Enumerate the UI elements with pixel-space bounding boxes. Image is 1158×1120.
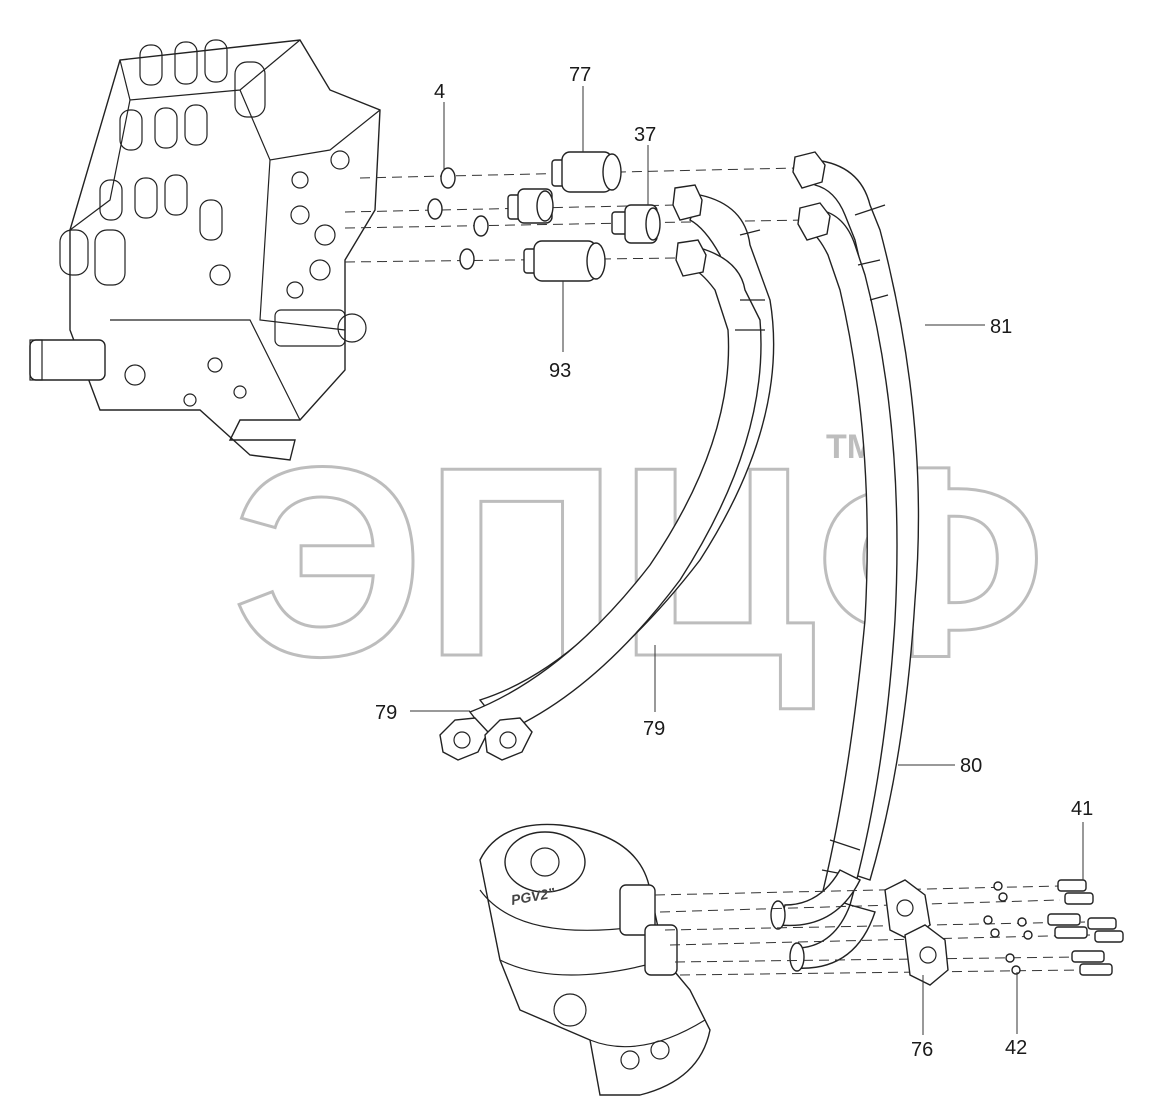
leader-lines xyxy=(410,86,1084,1035)
bolts-41 xyxy=(1047,879,1124,976)
watermark-text: ЭПЦФ xyxy=(232,412,1046,713)
label-76: 76 xyxy=(911,1039,933,1061)
label-42: 42 xyxy=(1005,1037,1027,1059)
flange-76 xyxy=(884,879,949,986)
label-79-right: 79 xyxy=(643,718,665,740)
label-79-left: 79 xyxy=(375,702,397,724)
label-41: 41 xyxy=(1071,798,1093,820)
label-93: 93 xyxy=(549,360,571,382)
watermark: ЭПЦФ TM xyxy=(231,411,1048,715)
adapter-77 xyxy=(551,151,622,193)
label-37: 37 xyxy=(634,124,656,146)
adapter-upper xyxy=(507,188,554,224)
adapter-37 xyxy=(611,204,661,244)
label-80: 80 xyxy=(960,755,982,777)
control-valve-block xyxy=(29,39,381,461)
callout-labels: 4 77 37 93 81 79 79 80 41 76 42 xyxy=(375,64,1093,1061)
washers-42 xyxy=(983,881,1033,975)
label-77: 77 xyxy=(569,64,591,86)
hose-81-80-pair xyxy=(770,151,920,972)
o-rings xyxy=(427,167,489,270)
label-81: 81 xyxy=(990,316,1012,338)
motor-model-text: PGV2” xyxy=(510,884,556,907)
adapter-93 xyxy=(523,240,606,282)
label-4: 4 xyxy=(434,81,445,103)
assembly-lines-motor xyxy=(654,885,1091,976)
hose-79-pair xyxy=(439,184,775,761)
hydraulic-motor: PGV2” xyxy=(479,823,711,1096)
